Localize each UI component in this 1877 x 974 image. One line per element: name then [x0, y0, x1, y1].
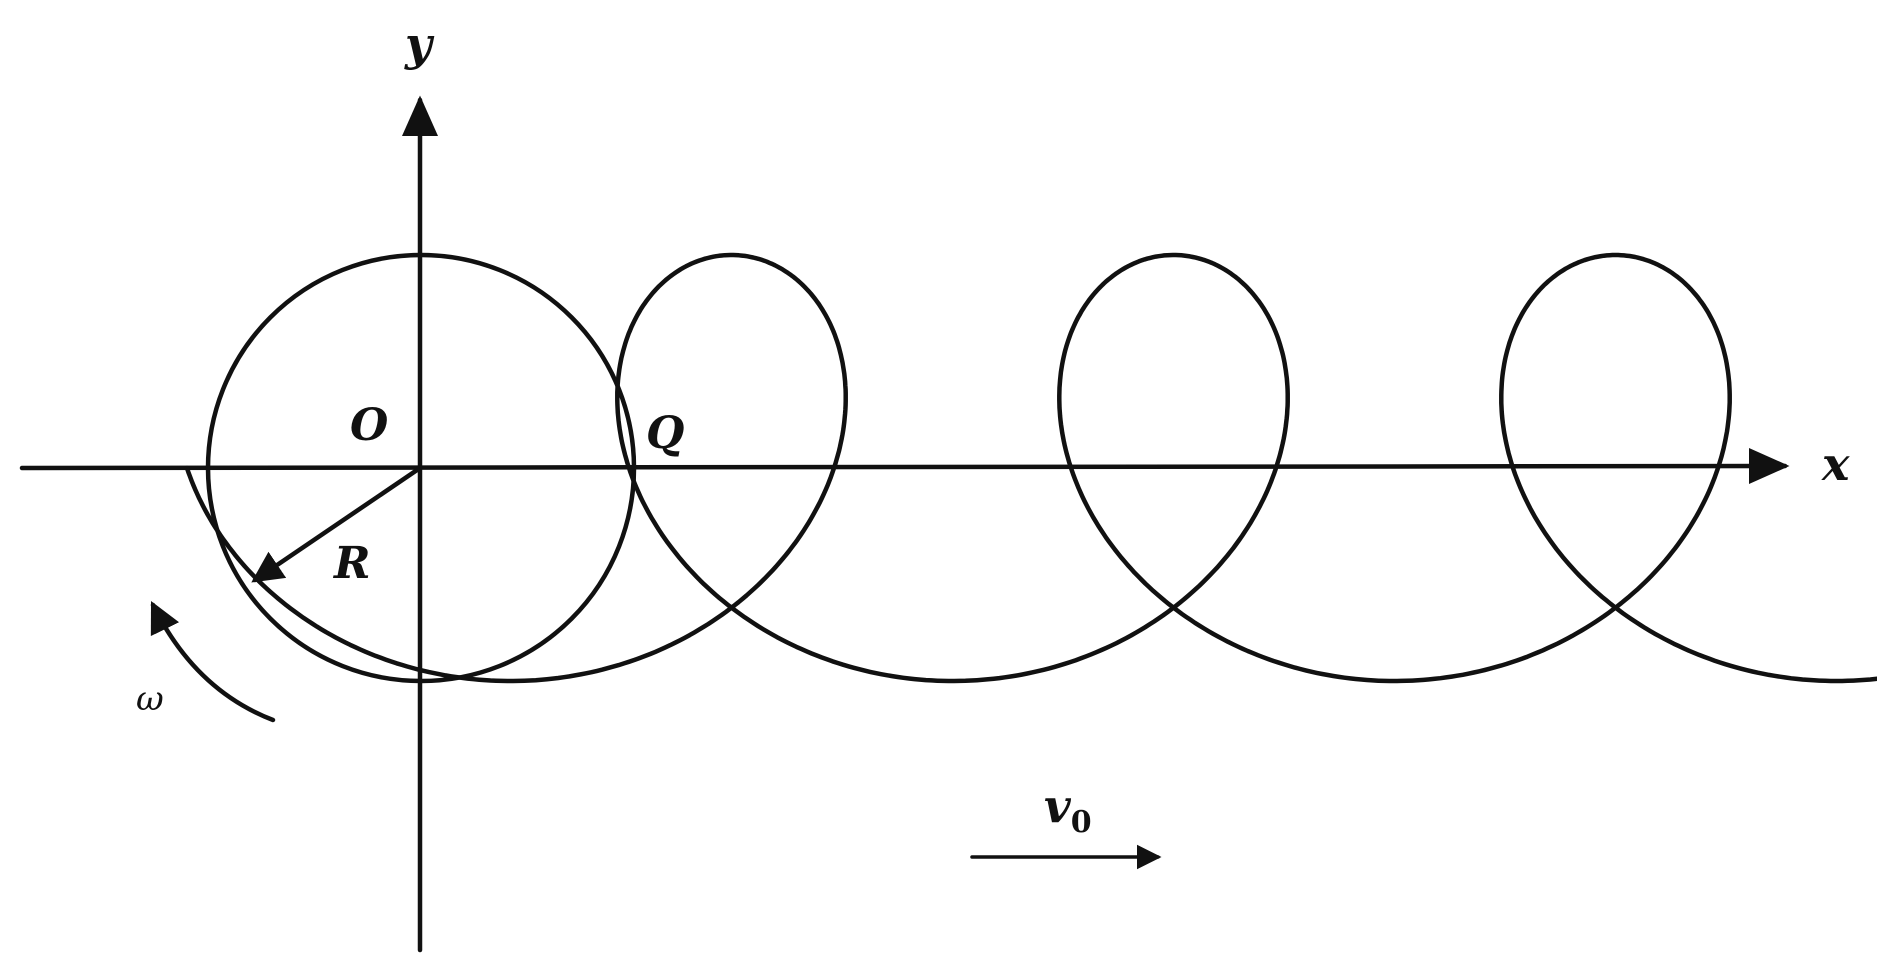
rolling-circle — [205, 252, 637, 684]
rotation-arrow — [150, 600, 276, 723]
point-q-label: Q — [646, 408, 684, 459]
velocity-label: v0 — [1044, 779, 1092, 840]
origin-label: O — [350, 400, 388, 451]
radius-arrow — [251, 465, 423, 583]
omega-label: ω — [136, 679, 164, 719]
y-axis-label: y — [404, 17, 435, 71]
x-axis-label: x — [1821, 437, 1850, 491]
x-axis — [19, 448, 1790, 485]
radius-label: R — [332, 538, 371, 589]
velocity-subscript: 0 — [1071, 805, 1092, 840]
velocity-symbol: v — [1044, 779, 1072, 833]
trochoid-curve — [184, 252, 1877, 684]
